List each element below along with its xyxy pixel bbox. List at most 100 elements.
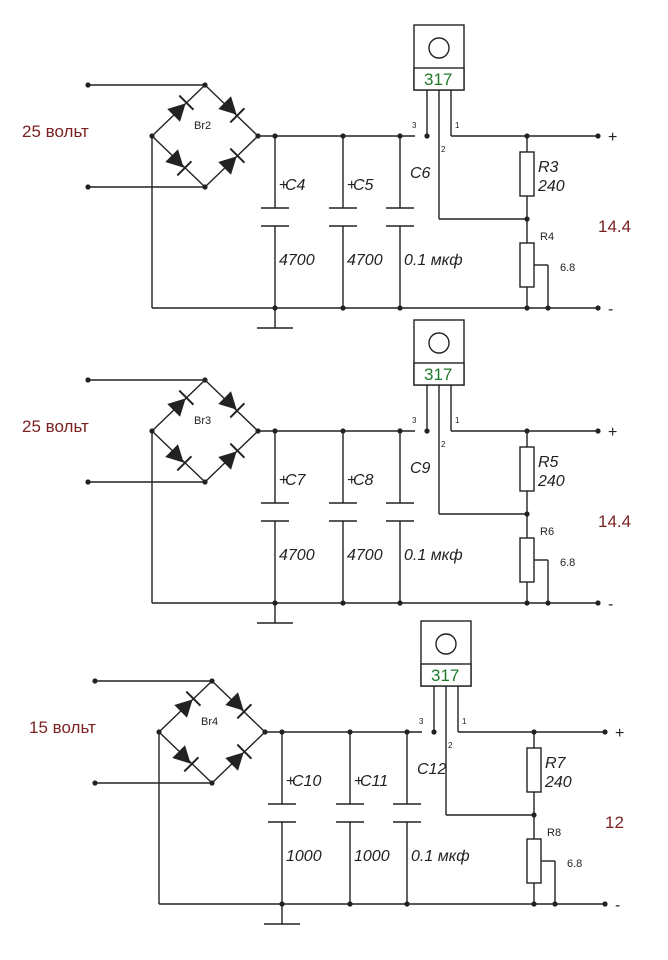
resistor-bottom [526,838,542,884]
bridge-label: Br4 [201,716,218,728]
output-voltage-label: 14.4 [598,512,631,531]
junction-dot [431,729,437,735]
cap-name: C12 [417,761,446,778]
plus-terminal-label: + [615,725,624,742]
cap-value: 4700 [279,252,315,269]
cap-value: 0.1 мкф [404,547,463,564]
resistor-name: R7 [545,755,567,772]
cap-value: 4700 [347,252,383,269]
junction-dot [524,428,530,434]
cap-value: 4700 [347,547,383,564]
cap-value: 1000 [286,848,322,865]
diode [225,743,253,771]
diode [174,690,202,718]
resistor-top [519,151,535,197]
junction-dot [85,479,91,485]
diode [165,149,193,177]
minus-terminal-label: - [608,596,613,613]
pin-label: 1 [455,416,460,425]
resistor-value: 6.8 [567,858,582,870]
junction-dot [545,305,551,311]
diode [218,391,246,419]
junction-dot [202,82,208,88]
diode-triangle [218,391,237,410]
junction-dot [272,428,278,434]
diode-triangle [172,745,191,764]
junction-dot [202,479,208,485]
pin-label: 1 [455,121,460,130]
diode-triangle [174,699,193,718]
resistor-value: 240 [544,774,572,791]
regulator-label: 317 [431,666,459,685]
junction-dot [602,729,608,735]
junction-dot [397,428,403,434]
diode [225,692,253,720]
cap-value: 0.1 мкф [411,848,470,865]
junction-dot [595,305,601,311]
junction-dot [85,82,91,88]
resistor-name: R3 [538,159,559,176]
diode [218,147,246,175]
diode-bar [176,160,193,177]
cap-name: C4 [285,177,306,194]
junction-dot [149,428,155,434]
cap-value: 0.1 мкф [404,252,463,269]
junction-dot [85,184,91,190]
cap-plus-sign: + [347,177,356,194]
regulator-mounting-hole [428,37,450,59]
pin-label: 2 [448,741,453,750]
minus-terminal-label: - [608,301,613,318]
pin-label: 2 [441,145,446,154]
cap-plus-sign: + [279,177,288,194]
input-voltage-label: 25 вольт [22,122,89,141]
junction-dot [209,780,215,786]
diode-triangle [225,692,244,711]
junction-dot [209,678,215,684]
resistor-name: R4 [540,231,554,243]
regulator-label: 317 [424,365,452,384]
cap-name: C11 [360,773,388,790]
diode-triangle [167,398,186,417]
cap-plus-sign: + [279,472,288,489]
junction-dot [524,600,530,606]
diode [167,389,195,417]
cap-name: C10 [292,773,321,790]
cap-name: C8 [353,472,374,489]
diode [165,444,193,472]
diode-triangle [165,444,184,463]
resistor-value: 6.8 [560,262,575,274]
resistor-bottom [519,242,535,288]
junction-dot [602,901,608,907]
cap-name: C9 [410,460,431,477]
pin-label: 3 [419,717,424,726]
bridge-label: Br2 [194,120,211,132]
bridge-label: Br3 [194,415,211,427]
regulator-mounting-hole [435,633,457,655]
diode-bar [185,690,202,707]
cap-value: 1000 [354,848,390,865]
junction-dot [595,133,601,139]
junction-dot [531,901,537,907]
junction-dot [424,428,430,434]
resistor-name: R5 [538,454,559,471]
diode [218,96,246,124]
output-voltage-label: 12 [605,813,624,832]
resistor-name: R8 [547,827,561,839]
diode-bar [236,703,253,720]
diode [167,94,195,122]
diode-bar [236,743,253,760]
plus-terminal-label: + [608,129,617,146]
diode-bar [229,107,246,124]
junction-dot [524,305,530,311]
regulator-mounting-hole [428,332,450,354]
junction-dot [340,428,346,434]
diode-bar [178,94,195,111]
junction-dot [92,678,98,684]
diode-triangle [218,96,237,115]
diode-triangle [218,451,237,470]
cap-plus-sign: + [286,773,295,790]
junction-dot [552,901,558,907]
plus-terminal-label: + [608,424,617,441]
